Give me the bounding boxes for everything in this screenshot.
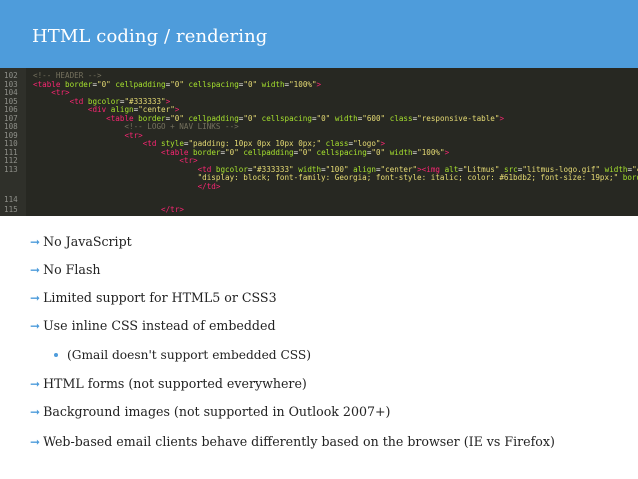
line-number: 106 [4,105,18,114]
arrow-bullet-icon: ➞ [30,319,41,333]
line-number: 115 [4,205,18,214]
line-number: 110 [4,139,18,148]
bullet-text: No Flash [43,262,101,277]
code-text: </td> [197,181,221,191]
bullet-item: ➞No Flash [30,262,101,277]
line-number: 111 [4,147,18,157]
arrow-bullet-icon: ➞ [30,291,41,305]
sub-bullet-item: (Gmail doesn't support embedded CSS) [54,348,311,362]
line-number: 112 [4,156,18,165]
code-text: <table border="0" cellpadding="0" cellsp… [106,113,505,123]
arrow-bullet-icon: ➞ [30,405,41,419]
bullet-item: ➞Web-based email clients behave differen… [30,434,555,449]
code-text: <tr> [179,156,198,165]
bullet-text: Use inline CSS instead of embedded [43,318,276,333]
bullet-text: HTML forms (not supported everywhere) [43,376,307,391]
bullet-text: Web-based email clients behave different… [43,434,555,449]
line-number: 108 [4,122,18,131]
arrow-bullet-icon: ➞ [30,235,41,249]
bullet-item: ➞HTML forms (not supported everywhere) [30,376,307,391]
code-text: "display: block; font-family: Georgia; f… [197,173,638,182]
line-number: 114 [4,195,18,204]
arrow-bullet-icon: ➞ [30,435,41,449]
arrow-bullet-icon: ➞ [30,263,41,277]
line-number: 105 [4,96,18,106]
code-text: </tr> [161,205,184,214]
code-text: <div align="center"> [87,105,180,114]
bullet-text: No JavaScript [43,234,132,249]
bullet-item: ➞Background images (not supported in Out… [30,404,390,419]
bullet-text: Limited support for HTML5 or CSS3 [43,290,277,305]
bullet-item: ➞Use inline CSS instead of embedded [30,318,276,333]
code-text: <tr> [51,88,70,97]
code-text: <td style="padding: 10px 0px 10px 0px;" … [142,139,386,148]
bullet-text: Background images (not supported in Outl… [43,404,391,419]
code-text: <td bgcolor="#333333" width="100" align=… [197,164,638,174]
slide-header: HTML coding / rendering [0,0,638,68]
code-text: <!-- HEADER --> [33,71,102,80]
code-text: <tr> [124,130,143,140]
line-number: 113 [4,164,18,174]
line-number: 104 [4,88,18,97]
bullet-item: ➞No JavaScript [30,234,132,249]
code-gutter [0,68,26,216]
line-number: 107 [4,113,18,123]
code-text: <td bgcolor="#333333"> [69,96,171,106]
slide-title: HTML coding / rendering [32,26,268,47]
code-screenshot: 102 <!-- HEADER --> 103 <table border="0" c… [0,68,638,216]
bullet-item: ➞Limited support for HTML5 or CSS3 [30,290,277,305]
code-text: <table border="0" cellpadding="0" cellsp… [33,79,322,89]
line-number: 103 [4,79,18,89]
dot-bullet-icon [54,352,58,357]
bullet-text: (Gmail doesn't support embedded CSS) [67,348,312,362]
arrow-bullet-icon: ➞ [30,377,41,391]
code-text: <table border="0" cellpadding="0" cellsp… [161,147,450,157]
line-number: 109 [4,130,18,140]
code-text: <!-- LOGO + NAV LINKS --> [33,122,239,131]
line-number: 102 [4,71,18,80]
